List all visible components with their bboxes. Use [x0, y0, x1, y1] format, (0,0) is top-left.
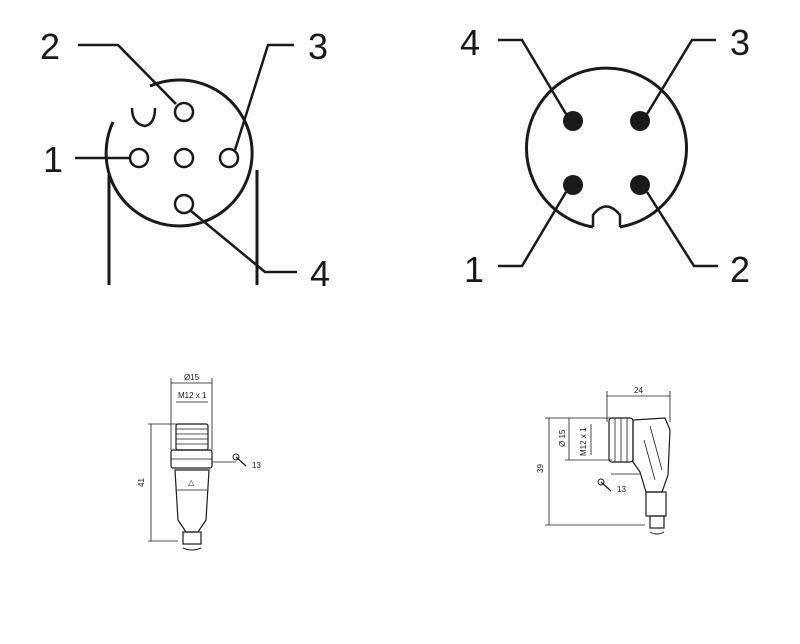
straight-thread-body: [175, 423, 209, 451]
male-face-outline: [525, 66, 688, 229]
cable-curve: [649, 531, 665, 535]
female-socket-2: [173, 101, 195, 123]
angled-cable: [649, 515, 665, 529]
wrench-head: [232, 453, 240, 461]
straight-length-label: 41: [137, 478, 146, 487]
male-pin-label-3: 3: [730, 22, 750, 63]
female-pin-label-1: 1: [43, 139, 63, 180]
angled-body: [632, 417, 671, 493]
female-socket-1: [128, 147, 150, 169]
female-face-outline: [104, 78, 254, 228]
angled-grip: [645, 491, 667, 517]
female-coding-key: [130, 107, 157, 128]
male-pin-label-4: 4: [460, 22, 480, 63]
male-pin-label-2: 2: [730, 249, 750, 290]
male-pin-1: [563, 175, 583, 195]
female-pin-label-3: 3: [308, 26, 328, 67]
female-leader-4: [190, 210, 297, 274]
angled-length-label: 39: [536, 464, 545, 473]
male-coding-key: [591, 205, 622, 227]
straight-cable: [182, 531, 202, 545]
angled-wrench-icon: [600, 481, 612, 492]
male-pin-4: [563, 111, 583, 131]
female-socket-3: [218, 147, 240, 169]
male-leader-4: [498, 38, 568, 115]
female-connector-face: 2 1 3 4: [40, 26, 330, 294]
male-leader-2: [645, 191, 718, 268]
male-leader-3: [645, 38, 716, 115]
straight-diameter-label: Ø15: [184, 373, 200, 382]
angled-diameter-label: Ø 15: [558, 429, 567, 447]
angled-thread-label: M12 x 1: [579, 427, 588, 456]
straight-triangle-mark: △: [188, 478, 195, 487]
female-pin-label-4: 4: [310, 253, 330, 294]
straight-wrench-label: 13: [252, 461, 261, 470]
female-socket-center: [173, 147, 195, 169]
male-leader-1: [498, 191, 568, 268]
female-pin-label-2: 2: [40, 26, 60, 67]
male-pin-label-1: 1: [464, 249, 484, 290]
straight-connector-drawing: Ø15 M12 x 1 41 △ 13: [137, 373, 261, 551]
angled-width-label: 24: [634, 386, 643, 395]
body-detail: [649, 425, 663, 471]
wrench-head: [597, 478, 605, 486]
male-pin-3: [630, 111, 650, 131]
male-pin-2: [630, 175, 650, 195]
angled-wrench-label: 13: [617, 485, 626, 494]
angled-connector-drawing: 24 39 Ø 15 M12 x 1 13: [536, 386, 671, 535]
cable-curve: [182, 547, 202, 551]
female-socket-4: [173, 193, 195, 215]
female-leader-2: [78, 43, 177, 105]
straight-thread-label: M12 x 1: [178, 391, 207, 400]
female-leader-3: [233, 43, 294, 151]
body-detail: [643, 439, 656, 481]
male-connector-face: 4 3 1 2: [460, 22, 750, 290]
straight-wrench-icon: [235, 456, 247, 467]
